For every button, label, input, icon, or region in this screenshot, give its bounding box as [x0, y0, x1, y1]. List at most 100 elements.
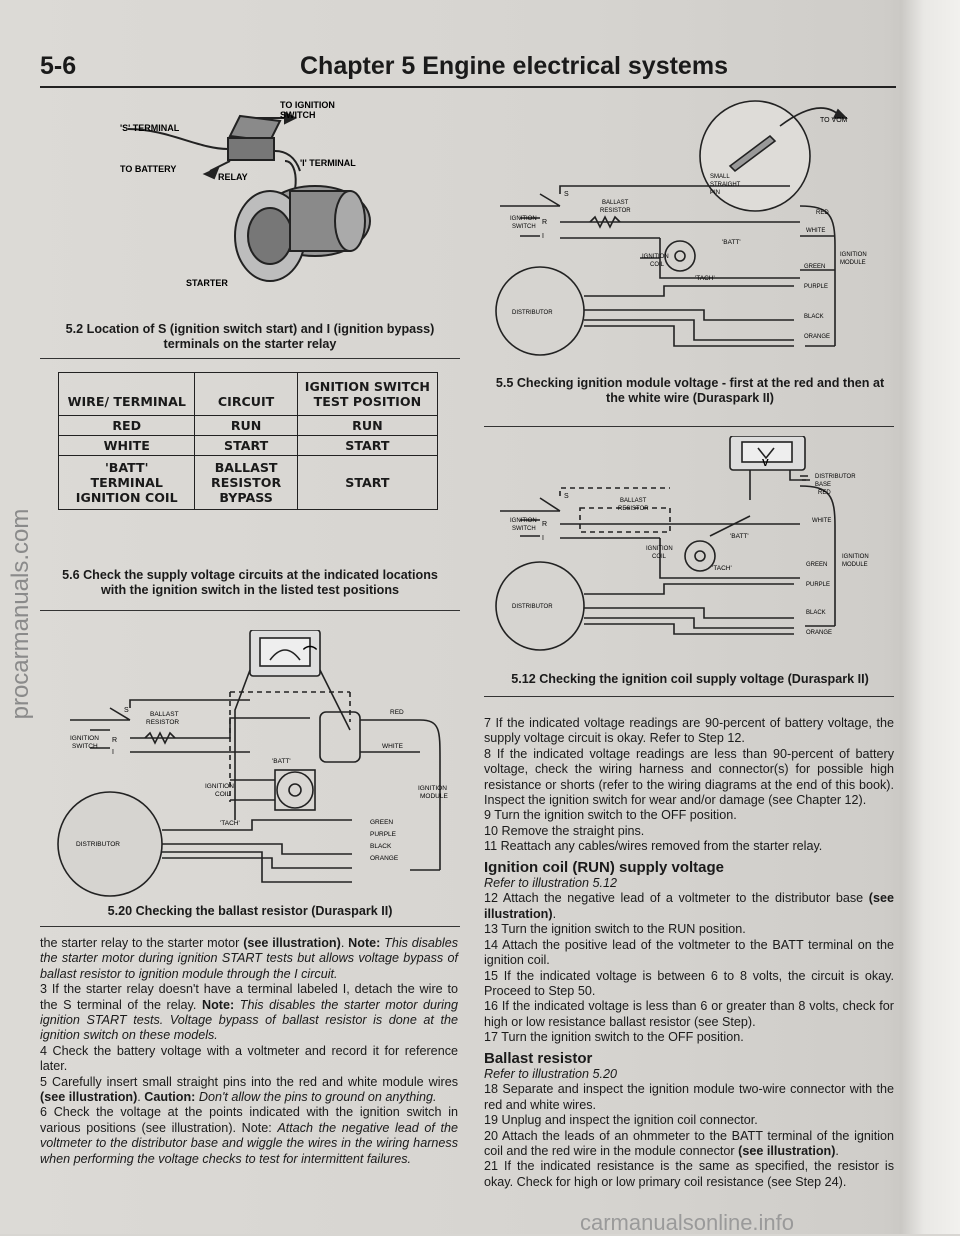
caution-label: Caution: — [144, 1090, 199, 1105]
text-run: 6 Check the voltage at the points indica… — [40, 1105, 458, 1135]
cell-wire: WHITE — [57, 435, 196, 456]
bottom-watermark: carmanualsonline.info — [580, 1210, 795, 1235]
text-run: (see illustration) — [738, 1143, 836, 1158]
cell-circuit: START — [194, 435, 298, 456]
separator — [484, 696, 894, 697]
paragraph: 18 Separate and inspect the ignition mod… — [484, 1082, 894, 1112]
paragraph: 8 If the indicated voltage readings are … — [484, 746, 894, 808]
label-resistor: RESISTOR — [600, 208, 631, 214]
label-ignition: IGNITION — [642, 254, 669, 260]
label-straight: STRAIGHT — [710, 182, 741, 188]
label-module: MODULE — [840, 260, 866, 266]
label-ignition: IGNITION — [510, 216, 537, 222]
label-ignition: IGNITION — [510, 518, 537, 524]
label-ignition: IGNITION — [70, 735, 99, 742]
cell-position: START — [296, 435, 439, 456]
paragraph: 19 Unplug and inspect the ignition coil … — [484, 1113, 758, 1128]
ignition-module-voltage-diagram: TO VOM SMALL STRAIGHT PIN S R I IGNITION… — [495, 100, 867, 356]
label-switch: SWITCH — [512, 526, 536, 532]
label-resistor: RESISTOR — [146, 719, 179, 726]
paragraph: 11 Reattach any cables/wires removed fro… — [484, 839, 823, 854]
label-green: GREEN — [804, 264, 825, 270]
label-black: BLACK — [804, 314, 824, 320]
table-row: RED RUN RUN — [57, 415, 439, 436]
side-watermark: procarmanuals.com — [7, 508, 34, 720]
cell-wire: 'BATT' TERMINAL IGNITION COIL — [57, 455, 196, 510]
text-run: (see illustration) — [40, 1090, 138, 1105]
caption-5-6: 5.6 Check the supply voltage circuits at… — [40, 568, 460, 598]
starter-relay-illustration: TO IGNITION SWITCH 'S' TERMINAL TO BATTE… — [120, 100, 371, 288]
label-v: V — [762, 458, 769, 469]
label-switch: SWITCH — [280, 110, 316, 120]
label-i-terminal: 'I' TERMINAL — [300, 158, 356, 168]
text-run: (see illustration) — [484, 891, 894, 921]
label-tach: 'TACH' — [220, 820, 240, 827]
paragraph: 17 Turn the ignition switch to the OFF p… — [484, 1030, 744, 1045]
label-ballast: BALLAST — [620, 498, 647, 504]
paragraph: 13 Turn the ignition switch to the RUN p… — [484, 922, 746, 937]
paragraph: 21 If the indicated resistance is the sa… — [484, 1159, 894, 1189]
header-rule — [40, 86, 896, 88]
caption-5-20: 5.20 Checking the ballast resistor (Dura… — [107, 904, 393, 918]
label-i: I — [542, 233, 544, 240]
separator — [40, 926, 460, 927]
text-run: 12 Attach the negative lead of a voltmet… — [484, 891, 869, 906]
label-green: GREEN — [806, 562, 827, 568]
label-green: GREEN — [370, 819, 393, 826]
label-batt: 'BATT' — [722, 239, 741, 246]
left-column-text: the starter relay to the starter motor (… — [40, 936, 458, 1167]
paragraph: 10 Remove the straight pins. — [484, 823, 645, 838]
paragraph: 7 If the indicated voltage readings are … — [484, 716, 894, 746]
label-white: WHITE — [806, 228, 825, 234]
label-small: SMALL — [710, 174, 730, 180]
separator — [484, 426, 894, 427]
caption-5-6-line2: with the ignition switch in the listed t… — [100, 583, 400, 597]
label-distributor: DISTRIBUTOR — [512, 310, 553, 316]
caption-5-5-line2: the white wire (Duraspark II) — [606, 391, 774, 405]
label-switch: SWITCH — [512, 224, 536, 230]
label-batt: 'BATT' — [272, 758, 291, 765]
label-pin: PIN — [710, 190, 720, 196]
text-run: Don't allow the pins to ground on anythi… — [198, 1090, 437, 1105]
label-coil: COIL — [215, 791, 231, 798]
table-row: 'BATT' TERMINAL IGNITION COIL BALLAST RE… — [57, 455, 439, 510]
table-header-row: WIRE/ TERMINAL CIRCUIT IGNITION SWITCH T… — [57, 372, 439, 416]
label-orange: ORANGE — [370, 855, 399, 862]
label-red: RED — [818, 490, 831, 496]
label-red: RED — [390, 709, 404, 716]
label-distributor: DISTRIBUTOR — [76, 841, 120, 848]
page-edge — [900, 0, 960, 1234]
text-run: This disables the starter motor during i… — [40, 936, 458, 981]
right-column-text: 7 If the indicated voltage readings are … — [484, 716, 894, 1190]
separator — [40, 610, 460, 611]
cell-circuit: RUN — [194, 415, 298, 436]
label-tach: 'TACH' — [695, 275, 715, 282]
coil-supply-voltage-diagram: V DISTRIBUTOR BASE S R I IGNITION SWITCH… — [495, 436, 869, 651]
label-module: MODULE — [420, 793, 448, 800]
paragraph: 14 Attach the positive lead of the voltm… — [484, 937, 894, 968]
label-ignition: IGNITION — [840, 252, 867, 258]
text-run: This disables the starter motor during i… — [40, 997, 458, 1043]
header-circuit: CIRCUIT — [194, 372, 298, 416]
label-red: RED — [816, 210, 829, 216]
cell-circuit: BALLAST RESISTOR BYPASS — [194, 455, 298, 510]
paragraph: the starter relay to the starter motor (… — [40, 936, 458, 982]
label-white: WHITE — [812, 518, 831, 524]
label-purple: PURPLE — [370, 831, 397, 838]
label-black: BLACK — [806, 610, 826, 616]
label-white: WHITE — [382, 743, 404, 750]
label-black: BLACK — [370, 843, 392, 850]
label-to-ignition: TO IGNITION — [280, 100, 335, 110]
caption-5-2-line1: 5.2 Location of S (ignition switch start… — [65, 322, 435, 336]
label-starter: STARTER — [186, 278, 228, 288]
label-base: BASE — [815, 482, 831, 488]
label-coil: COIL — [652, 554, 667, 560]
label-purple: PURPLE — [806, 582, 830, 588]
label-i: I — [542, 535, 544, 542]
caption-5-6-line1: 5.6 Check the supply voltage circuits at… — [62, 568, 438, 582]
label-ignition: IGNITION — [646, 546, 673, 552]
section-heading: Ignition coil (RUN) supply voltage — [484, 858, 724, 876]
ballast-resistor-diagram: ⌒ S R I IGNITION SWITCH BALLAST RESISTOR… — [57, 630, 448, 897]
paragraph: 4 Check the battery voltage with a voltm… — [40, 1043, 458, 1074]
label-relay: RELAY — [218, 172, 248, 182]
